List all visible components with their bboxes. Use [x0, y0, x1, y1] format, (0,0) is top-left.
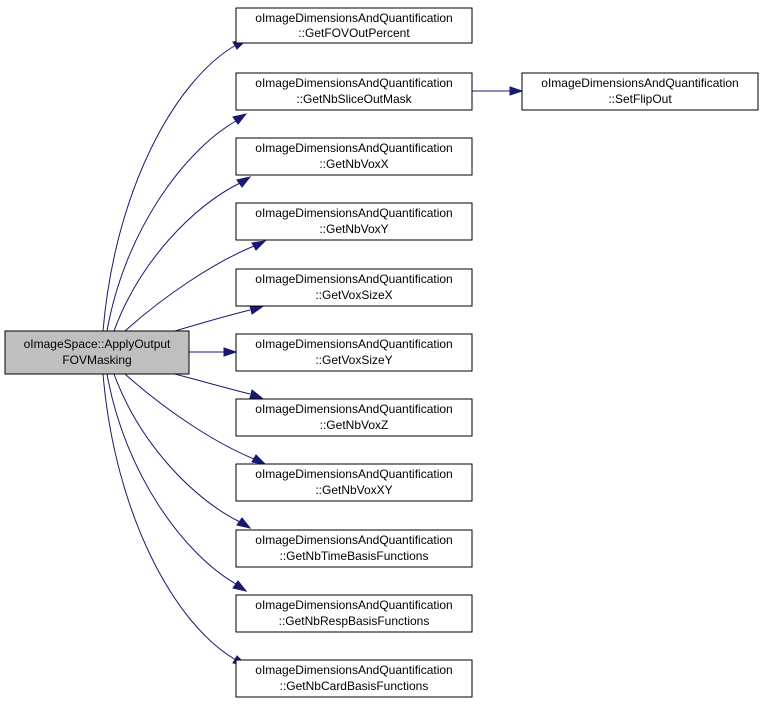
callee-node[interactable]: oImageDimensionsAndQuantification ::GetN…	[235, 659, 473, 698]
callee-node-box	[235, 137, 473, 176]
callee-node[interactable]: oImageDimensionsAndQuantification ::GetF…	[235, 7, 473, 44]
callee-node-line1: oImageDimensionsAndQuantification	[255, 272, 452, 286]
callee-node-line2: ::GetVoxSizeY	[315, 353, 392, 367]
callee-node-line1: oImageDimensionsAndQuantification	[255, 76, 452, 90]
callee-node-line1: oImageDimensionsAndQuantification	[255, 533, 452, 547]
edge-arrowhead	[249, 389, 264, 399]
callee-node-line2: ::GetNbVoxXY	[315, 483, 392, 497]
callee-node[interactable]: oImageDimensionsAndQuantification ::GetN…	[235, 594, 473, 633]
root-node-line1: oImageSpace::ApplyOutput	[24, 337, 171, 351]
edge-arrowhead	[232, 113, 248, 125]
edge-root-to-getnbtimebasisfunctions	[113, 373, 241, 523]
edge-root-to-getnbvoxx	[113, 182, 241, 332]
edge-arrowhead	[251, 240, 267, 251]
secondary-node-box	[521, 72, 759, 111]
callee-node-box	[235, 594, 473, 633]
secondary-node-line1: oImageDimensionsAndQuantification	[541, 76, 738, 90]
callee-node-box	[235, 398, 473, 437]
callee-node[interactable]: oImageDimensionsAndQuantification ::GetN…	[235, 202, 473, 241]
callee-node[interactable]: oImageDimensionsAndQuantification ::GetV…	[235, 333, 473, 372]
callee-node-line1: oImageDimensionsAndQuantification	[255, 141, 452, 155]
callee-node-line2: ::GetNbRespBasisFunctions	[279, 614, 430, 628]
callee-node-box	[235, 529, 473, 568]
callee-node-box	[235, 463, 473, 502]
callee-node-box	[235, 202, 473, 241]
edge-root-to-getnbsliceoutmask	[106, 120, 237, 332]
edge-arrowhead	[236, 176, 252, 188]
callee-node-line2: ::GetNbVoxX	[319, 157, 388, 171]
callee-node-line1: oImageDimensionsAndQuantification	[255, 467, 452, 481]
callee-node-box	[235, 268, 473, 307]
callee-node-line1: oImageDimensionsAndQuantification	[255, 11, 452, 25]
callee-node[interactable]: oImageDimensionsAndQuantification ::GetN…	[235, 137, 473, 176]
callee-node-box	[235, 72, 473, 111]
edge-arrowhead	[236, 517, 252, 529]
edge-root-to-getfovoutpercent	[102, 44, 237, 332]
callee-node[interactable]: oImageDimensionsAndQuantification ::GetN…	[235, 72, 473, 111]
callee-node-box	[235, 659, 473, 698]
callee-node-line2: ::GetNbTimeBasisFunctions	[280, 549, 429, 563]
edge-root-to-getnbcardbasisfunctions	[102, 373, 237, 661]
callee-node-line2: ::GetNbVoxZ	[320, 418, 389, 432]
edge-arrowhead	[223, 347, 238, 357]
root-node-box	[4, 330, 190, 375]
callee-node-line2: ::GetFOVOutPercent	[298, 26, 410, 40]
callee-node-line1: oImageDimensionsAndQuantification	[255, 663, 452, 677]
root-node[interactable]: oImageSpace::ApplyOutput FOVMasking	[4, 330, 190, 375]
edge-root-to-getnbvoxz	[174, 373, 251, 395]
callee-node-line2: ::GetNbCardBasisFunctions	[280, 679, 429, 693]
edge-root-to-getvoxsizex	[174, 309, 251, 332]
edge-arrowhead	[509, 86, 524, 96]
edge-root-to-getnbvoxy	[124, 245, 255, 332]
edges	[102, 39, 524, 666]
callee-node-line1: oImageDimensionsAndQuantification	[255, 206, 452, 220]
callee-node[interactable]: oImageDimensionsAndQuantification ::GetN…	[235, 529, 473, 568]
callee-node-line1: oImageDimensionsAndQuantification	[255, 337, 452, 351]
callee-node-box	[235, 333, 473, 372]
edge-arrowhead	[249, 305, 264, 315]
callee-nodes: oImageDimensionsAndQuantification ::GetF…	[235, 7, 473, 698]
callee-node-box	[235, 7, 473, 44]
edge-arrowhead	[251, 454, 267, 465]
secondary-node-line2: ::SetFlipOut	[608, 92, 672, 106]
edge-arrowhead	[232, 580, 248, 592]
callee-node[interactable]: oImageDimensionsAndQuantification ::GetN…	[235, 463, 473, 502]
secondary-node-setflipout[interactable]: oImageDimensionsAndQuantification ::SetF…	[521, 72, 759, 111]
callee-node-line1: oImageDimensionsAndQuantification	[255, 402, 452, 416]
edge-root-to-getnbvoxxy	[124, 373, 255, 460]
callee-node-line1: oImageDimensionsAndQuantification	[255, 598, 452, 612]
callee-node-line2: ::GetVoxSizeX	[315, 288, 392, 302]
callee-node[interactable]: oImageDimensionsAndQuantification ::GetN…	[235, 398, 473, 437]
root-node-line2: FOVMasking	[62, 353, 131, 367]
edge-root-to-getnbrespbasisfunctions	[106, 373, 237, 585]
callee-node-line2: ::GetNbSliceOutMask	[296, 92, 412, 106]
callee-node[interactable]: oImageDimensionsAndQuantification ::GetV…	[235, 268, 473, 307]
callee-node-line2: ::GetNbVoxY	[319, 222, 388, 236]
